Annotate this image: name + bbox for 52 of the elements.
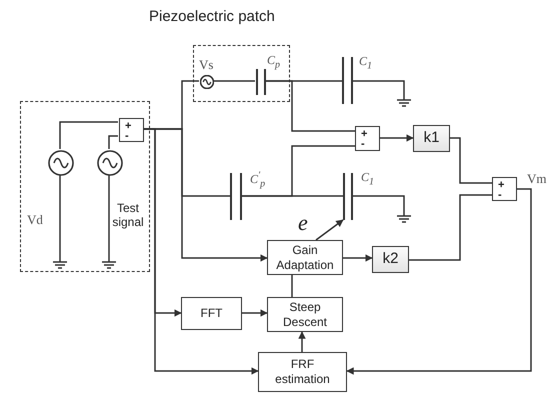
block-label: k2: [382, 250, 398, 269]
summing-junction: [492, 177, 517, 201]
arrow: [298, 331, 306, 352]
block-label: Gain Adaptation: [275, 242, 335, 272]
wire: [108, 135, 118, 149]
wire: [450, 137, 492, 184]
process-box: [267, 240, 343, 275]
capacitor-label: C$_{p}$: [267, 53, 280, 70]
process-box: [372, 246, 409, 273]
arrow: [380, 134, 414, 142]
source-label: Vd: [27, 212, 43, 228]
process-box: [258, 352, 347, 392]
block-label: Steep Descent: [282, 300, 328, 330]
group-heading: Piezoelectric patch: [149, 8, 275, 25]
ac-source-symbol: [200, 75, 214, 89]
capacitor-symbol: [342, 57, 353, 104]
arrow: [242, 309, 268, 317]
capacitor-label: C$_{1}$: [361, 170, 374, 188]
summing-junction: [355, 126, 380, 151]
source-label: Test signal: [111, 201, 145, 229]
dashed-boundary: [20, 101, 150, 272]
minus-sign: -: [498, 190, 502, 201]
arrow: [143, 128, 259, 375]
ac-source-symbol: [97, 150, 123, 176]
summing-junction: [119, 118, 144, 142]
process-box: [413, 125, 450, 152]
wire: [213, 80, 255, 82]
capacitor-label: C$_{1}$: [359, 54, 372, 72]
block-label: FRF estimation: [274, 357, 331, 387]
process-box: [267, 297, 343, 332]
capacitor-symbol: [256, 69, 266, 95]
block-label: k1: [424, 129, 440, 148]
arrow: [343, 254, 373, 262]
capacitor-symbol: [343, 173, 353, 220]
process-box: [181, 297, 242, 330]
arrow: [316, 219, 344, 241]
source-label: Vs: [199, 57, 214, 73]
wire: [265, 80, 355, 132]
block-label: FFT: [200, 306, 222, 321]
wire: [242, 145, 355, 197]
plus-sign: +: [498, 180, 504, 191]
minus-sign: -: [125, 131, 129, 142]
minus-sign: -: [361, 139, 365, 150]
ac-source-symbol: [48, 150, 74, 176]
capacitor-symbol: [230, 173, 242, 220]
arrow: [346, 188, 532, 375]
wire: [59, 121, 118, 149]
wire: [409, 194, 492, 261]
wire: [291, 275, 293, 297]
plus-sign: +: [361, 129, 368, 140]
output-label: Vm: [527, 171, 546, 187]
plus-sign: +: [125, 121, 132, 132]
